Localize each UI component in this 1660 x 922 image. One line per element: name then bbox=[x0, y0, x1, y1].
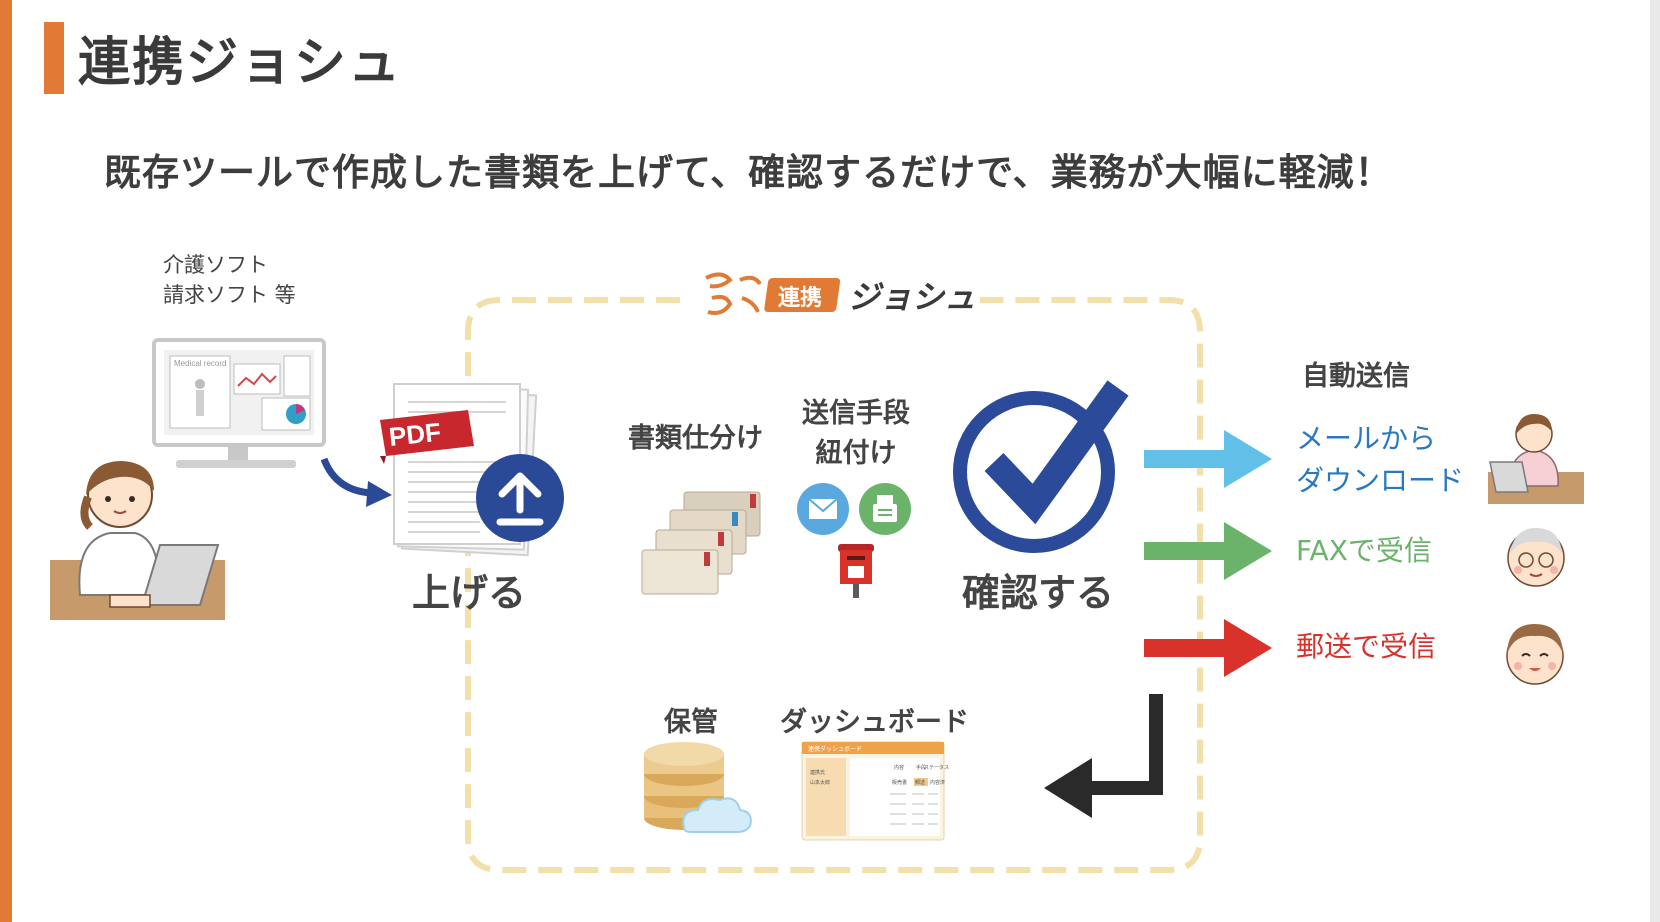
upload-curve-arrow bbox=[320, 457, 392, 507]
right-edge-shade bbox=[1650, 0, 1660, 922]
postbox-icon bbox=[838, 544, 874, 598]
sort-documents-label: 書類仕分け bbox=[628, 423, 763, 454]
svg-text:内容済: 内容済 bbox=[930, 779, 945, 786]
dashboard-thumbnail: 連携ダッシュボード 内容 手段 ステータス 連携氏 山本太郎 販売書 郵送 内容… bbox=[801, 741, 949, 841]
svg-text:手段: 手段 bbox=[916, 764, 926, 771]
confirm-action-label: 確認する bbox=[962, 571, 1115, 615]
send-method-line1: 送信手段 bbox=[802, 398, 910, 429]
return-arrow bbox=[1044, 694, 1163, 818]
page-subtitle: 既存ツールで作成した書類を上げて、確認するだけで、業務が大幅に軽減！ bbox=[104, 151, 1393, 194]
pdf-badge-label: PDF bbox=[387, 417, 442, 452]
auto-send-post-line1: 郵送で受信 bbox=[1296, 630, 1437, 663]
monitor-illustration: Medical record bbox=[152, 338, 326, 468]
check-circle-icon bbox=[953, 380, 1129, 553]
logo-kana-text: ジョシュ bbox=[848, 278, 976, 316]
storage-label: 保管 bbox=[664, 707, 718, 738]
dashboard-window-title: 連携ダッシュボード bbox=[808, 745, 862, 753]
folder-stack-icon bbox=[641, 491, 761, 595]
svg-text:販売書: 販売書 bbox=[892, 779, 907, 786]
auto-send-email-line2: ダウンロード bbox=[1296, 464, 1465, 497]
svg-text:郵送: 郵送 bbox=[915, 779, 925, 786]
auto-send-arrow-fax bbox=[1144, 522, 1272, 580]
svg-text:内容: 内容 bbox=[894, 764, 904, 771]
auto-send-title: 自動送信 bbox=[1302, 361, 1410, 392]
source-note: 介護ソフト 請求ソフト 等 bbox=[163, 250, 296, 310]
page-title: 連携ジョシュ bbox=[78, 33, 403, 93]
logo-badge-text: 連携 bbox=[778, 285, 822, 311]
send-method-line2: 紐付け bbox=[815, 438, 897, 469]
auto-send-fax-label: FAXで受信 bbox=[1296, 530, 1432, 572]
pdf-document-stack: PDF bbox=[380, 383, 564, 557]
auto-send-fax-line1: FAXで受信 bbox=[1296, 534, 1432, 567]
fax-icon bbox=[859, 483, 911, 535]
title-accent-bar bbox=[44, 22, 64, 94]
recipient-elderly-woman bbox=[1506, 624, 1564, 685]
auto-send-arrow-email bbox=[1144, 430, 1272, 488]
auto-send-post-label: 郵送で受信 bbox=[1296, 626, 1436, 668]
database-cloud-icon bbox=[644, 742, 752, 833]
source-note-line2: 請求ソフト 等 bbox=[163, 283, 296, 307]
recipient-elderly-man bbox=[1507, 528, 1565, 587]
monitor-caption: Medical record bbox=[174, 359, 226, 368]
auto-send-email-line1: メールから bbox=[1296, 422, 1437, 455]
dashboard-label: ダッシュボード bbox=[780, 707, 969, 738]
staff-person-illustration bbox=[50, 461, 225, 620]
mail-icon bbox=[797, 483, 849, 535]
send-method-label: 送信手段 紐付け bbox=[802, 394, 910, 474]
recipient-laptop-person bbox=[1488, 414, 1584, 504]
svg-text:ステータス: ステータス bbox=[924, 764, 949, 771]
auto-send-email-label: メールから ダウンロード bbox=[1296, 418, 1464, 502]
upload-action-label: 上げる bbox=[412, 571, 527, 615]
left-accent-border bbox=[0, 0, 12, 922]
svg-text:山本太郎: 山本太郎 bbox=[810, 779, 830, 786]
source-note-line1: 介護ソフト bbox=[163, 253, 268, 277]
svg-text:連携氏: 連携氏 bbox=[810, 769, 825, 776]
auto-send-arrow-post bbox=[1144, 619, 1272, 677]
renkei-joshu-logo: 連携 ジョシュ bbox=[705, 272, 976, 316]
